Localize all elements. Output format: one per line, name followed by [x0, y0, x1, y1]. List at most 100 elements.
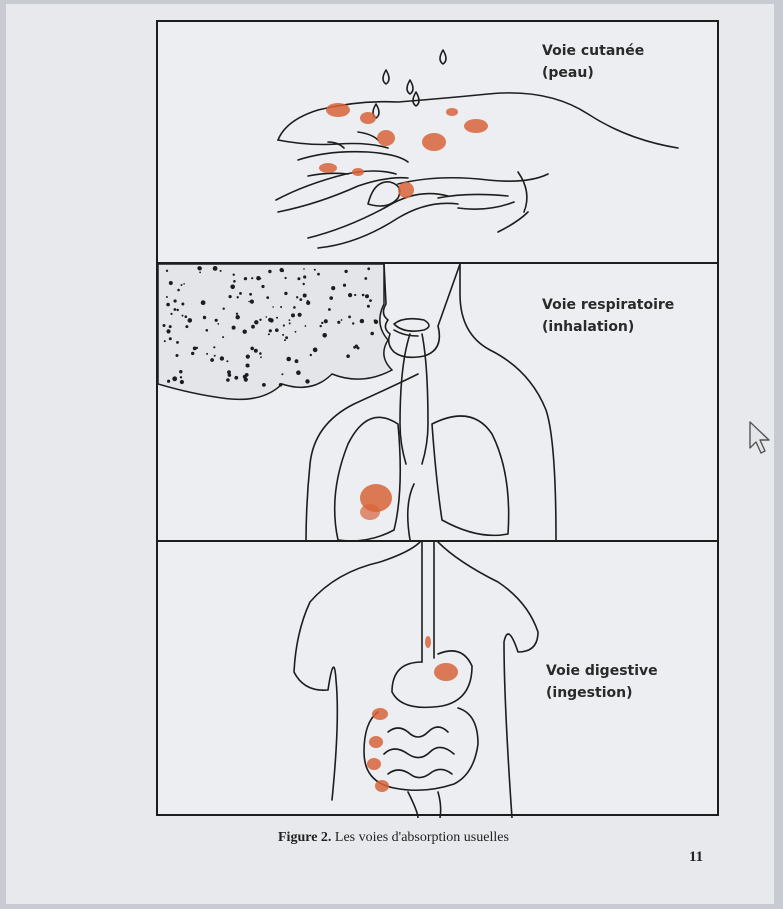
dust-particle	[213, 346, 215, 348]
dust-particle	[176, 341, 179, 344]
dust-particle	[283, 324, 285, 326]
dust-particle	[188, 318, 193, 323]
dust-particle	[321, 322, 323, 324]
dust-particle	[295, 359, 299, 363]
dust-particle	[266, 316, 268, 318]
dust-particle	[282, 334, 284, 336]
dust-particle	[220, 270, 222, 272]
dust-particle	[217, 323, 219, 325]
dust-particle	[166, 329, 170, 333]
figure-caption: Figure 2. Les voies d'absorption usuelle…	[278, 830, 509, 846]
dust-particle	[331, 286, 335, 290]
dust-particle	[322, 333, 327, 338]
dust-particle	[320, 325, 322, 327]
dust-particle	[222, 336, 224, 338]
dust-particle	[210, 358, 214, 362]
dust-particle	[296, 296, 298, 298]
dust-particle	[269, 329, 272, 332]
dust-particle	[254, 349, 258, 353]
dust-particle	[286, 357, 291, 362]
dust-particle	[177, 309, 179, 311]
dust-particle	[180, 380, 184, 384]
dust-particle	[226, 378, 230, 382]
dust-particle	[297, 277, 300, 280]
dust-particle	[254, 320, 258, 324]
dust-particle	[182, 315, 184, 317]
dust-particle	[167, 380, 170, 383]
dust-particle	[305, 379, 309, 383]
dust-particle	[233, 280, 236, 283]
dust-particle	[291, 313, 295, 317]
dust-particle	[180, 376, 182, 378]
dust-particle	[284, 292, 287, 295]
dust-particle	[237, 296, 239, 298]
dust-particle	[303, 275, 306, 278]
dust-particle	[329, 296, 333, 300]
dust-particle	[181, 284, 183, 286]
dust-particle	[268, 333, 270, 335]
dust-particle	[357, 347, 360, 350]
dust-particle	[306, 301, 310, 305]
panel-respiratory-route: Voie respiratoire (inhalation)	[158, 262, 717, 542]
dust-particle	[305, 325, 307, 327]
dust-particle	[177, 289, 180, 292]
dust-particle	[262, 383, 266, 387]
dust-particle	[266, 296, 269, 299]
dust-particle	[285, 277, 287, 279]
respiratory-route-title: Voie respiratoire	[542, 297, 674, 313]
figure-frame: Voie cutanée (peau)	[156, 20, 719, 816]
dust-particle	[250, 300, 254, 304]
dust-particle	[313, 348, 318, 353]
dust-particle	[185, 325, 188, 328]
dust-particle	[337, 321, 340, 324]
dust-particle	[285, 336, 288, 339]
dust-particle	[246, 364, 250, 368]
dust-particle	[303, 268, 305, 270]
dust-particle	[169, 325, 172, 328]
dust-particle	[268, 270, 271, 273]
dust-particle	[251, 277, 253, 279]
dust-particle	[239, 292, 242, 295]
dust-particle	[354, 294, 356, 296]
dust-particle	[227, 370, 231, 374]
dust-particle	[233, 274, 235, 276]
digestive-route-label: Voie digestive (ingestion)	[546, 660, 658, 704]
dust-particle	[303, 294, 307, 298]
dust-particle	[180, 371, 182, 373]
skin-route-title: Voie cutanée	[542, 43, 644, 59]
dust-particle	[280, 306, 282, 308]
dust-particle	[229, 295, 232, 298]
dust-particle	[353, 346, 356, 349]
dust-particle	[166, 303, 170, 307]
dust-particle	[296, 370, 301, 375]
dust-particle	[213, 266, 218, 271]
dust-particle	[169, 281, 173, 285]
dust-particle	[244, 277, 247, 280]
dust-particle	[299, 298, 302, 301]
dust-particle	[232, 326, 236, 330]
dust-particle	[250, 347, 254, 351]
dust-particle	[310, 354, 312, 356]
dust-particle	[234, 376, 238, 380]
dust-particle	[295, 331, 297, 333]
dust-particle	[230, 285, 235, 290]
dust-particle	[317, 273, 320, 276]
dust-particle	[172, 376, 177, 381]
dust-particle	[174, 308, 177, 311]
dust-particle	[280, 268, 284, 272]
figure-caption-label: Figure 2.	[278, 830, 331, 845]
dust-particle	[246, 355, 250, 359]
dust-particle	[203, 316, 206, 319]
dust-particle	[198, 266, 202, 270]
dust-particle	[183, 283, 185, 285]
dust-particle	[259, 319, 261, 321]
dust-particle	[215, 319, 218, 322]
dust-particle	[324, 319, 328, 323]
dust-particle	[314, 269, 316, 271]
dust-particle	[364, 277, 367, 280]
skin-route-subtitle: (peau)	[542, 65, 594, 81]
dust-particle	[181, 303, 184, 306]
skin-route-label: Voie cutanée (peau)	[542, 40, 644, 84]
dust-particle	[259, 352, 262, 355]
dust-particle	[163, 324, 166, 327]
